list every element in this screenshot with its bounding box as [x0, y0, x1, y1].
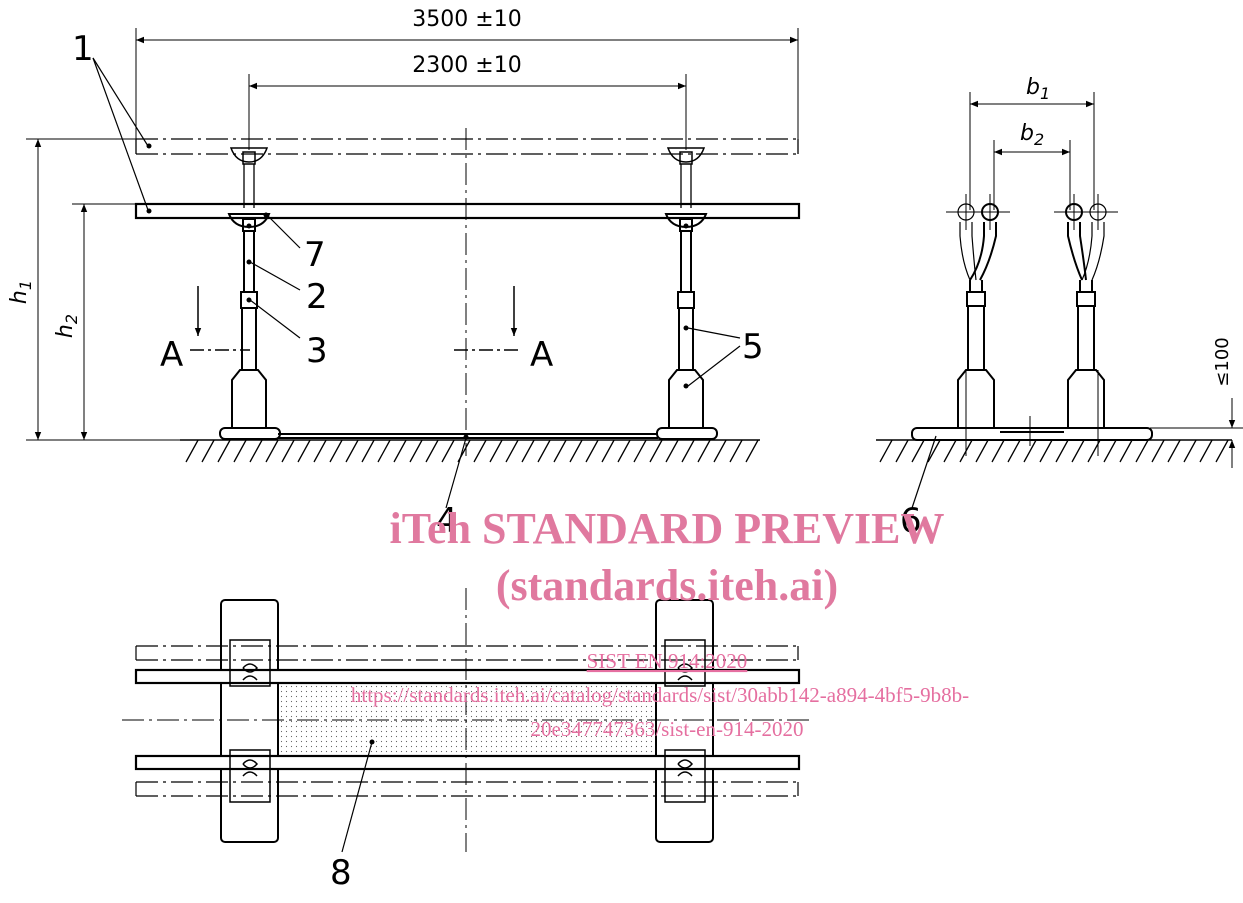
ground-hatch-line	[361, 439, 375, 463]
ground-hatch-line	[233, 439, 247, 463]
callout-5: 5	[742, 327, 764, 367]
watermark-link-url[interactable]: https://standards.iteh.ai/catalog/standa…	[351, 683, 969, 707]
callout-4: 4	[436, 501, 458, 541]
ground-hatch-line	[409, 439, 423, 463]
section-marker-right: A	[530, 335, 553, 375]
callout-2: 2	[306, 277, 328, 317]
ground-hatch-line	[633, 439, 647, 463]
dim-base-clearance: ≤100	[1212, 337, 1233, 386]
ground-hatch-line	[217, 439, 231, 463]
ground-hatch-line	[1039, 439, 1053, 463]
watermark: iTeh STANDARD PREVIEW (standards.iteh.ai…	[351, 504, 969, 741]
dim-b2: b2	[1020, 121, 1044, 149]
ground-hatch-line	[1167, 439, 1181, 463]
ground-hatch-line	[521, 439, 535, 463]
ground-hatch-line	[943, 439, 957, 463]
dim-b1: b1	[1026, 75, 1050, 103]
ground-hatch-line	[377, 439, 391, 463]
callout-8: 8	[330, 853, 352, 893]
ground-hatch-line	[185, 439, 199, 463]
callout-labels: 1 2 3 4 5 6 7 8	[72, 29, 922, 893]
watermark-link-standard[interactable]: SIST EN 914:2020	[587, 649, 748, 673]
ground-hatch-line	[1103, 439, 1117, 463]
ground-hatch-line	[345, 439, 359, 463]
ground-hatch-line	[441, 439, 455, 463]
dim-overall-length: 3500 ±10	[412, 7, 521, 32]
front-view	[26, 28, 801, 509]
ground-hatch-line	[505, 439, 519, 463]
ground-hatch-line	[1087, 439, 1101, 463]
ground-hatch-line	[879, 439, 893, 463]
ground-hatch-line	[1151, 439, 1165, 463]
ground-hatch-line	[1055, 439, 1069, 463]
ground-hatch-line	[713, 439, 727, 463]
ground-hatch-line	[585, 439, 599, 463]
ground-hatch-line	[991, 439, 1005, 463]
ground-hatch-line	[281, 439, 295, 463]
bar-rail	[134, 202, 801, 220]
ground-hatch-line	[265, 439, 279, 463]
ground-hatch-line	[313, 439, 327, 463]
ground-hatch-line	[697, 439, 711, 463]
ground-hatch-line	[249, 439, 263, 463]
side-view	[876, 92, 1243, 509]
section-marker-left: A	[160, 335, 183, 375]
watermark-title: iTeh STANDARD PREVIEW	[390, 504, 945, 553]
watermark-link-url-cont[interactable]: 20e347747363/sist-en-914-2020	[531, 717, 804, 741]
dim-h1: h1	[7, 280, 35, 304]
ground-hatch-line	[329, 439, 343, 463]
ground-hatch-line	[537, 439, 551, 463]
ground-hatch-line	[617, 439, 631, 463]
ground-hatch-line	[1183, 439, 1197, 463]
ground-hatch-line	[489, 439, 503, 463]
callout-6: 6	[900, 501, 922, 541]
ground-hatch-line	[393, 439, 407, 463]
ground-hatch-line	[601, 439, 615, 463]
ground-hatch-line	[1071, 439, 1085, 463]
ground-hatch-line	[473, 439, 487, 463]
ground-hatch-line	[745, 439, 759, 463]
ground-hatch-line	[911, 439, 925, 463]
ground-hatch-line	[1215, 439, 1229, 463]
ground-hatch-line	[681, 439, 695, 463]
ground-hatch-line	[975, 439, 989, 463]
ground-hatch-line	[959, 439, 973, 463]
ground-hatch-line	[569, 439, 583, 463]
dimension-labels: 3500 ±10 2300 ±10 h1 h2 b1 b2 ≤100 A A	[7, 7, 1233, 387]
ground-hatch-line	[201, 439, 215, 463]
ground-hatch-line	[1119, 439, 1133, 463]
callout-7: 7	[304, 235, 326, 275]
ground-hatch-line	[665, 439, 679, 463]
ground-hatch-line	[895, 439, 909, 463]
ground-hatch-line	[1023, 439, 1037, 463]
ground-hatch-line	[297, 439, 311, 463]
ground-hatch-line	[425, 439, 439, 463]
dim-support-spacing: 2300 ±10	[412, 53, 521, 78]
ground-hatch-line	[1135, 439, 1149, 463]
callout-3: 3	[306, 331, 328, 371]
callout-1: 1	[72, 29, 94, 69]
dim-h2: h2	[53, 314, 81, 338]
plan-view	[122, 588, 812, 853]
ground-hatch-line	[1199, 439, 1213, 463]
watermark-subtitle: (standards.iteh.ai)	[496, 561, 838, 610]
ground-hatch-line	[1007, 439, 1021, 463]
ground-hatch-line	[553, 439, 567, 463]
ground-hatch-line	[927, 439, 941, 463]
ground-hatch-line	[729, 439, 743, 463]
ground-hatch-line	[649, 439, 663, 463]
